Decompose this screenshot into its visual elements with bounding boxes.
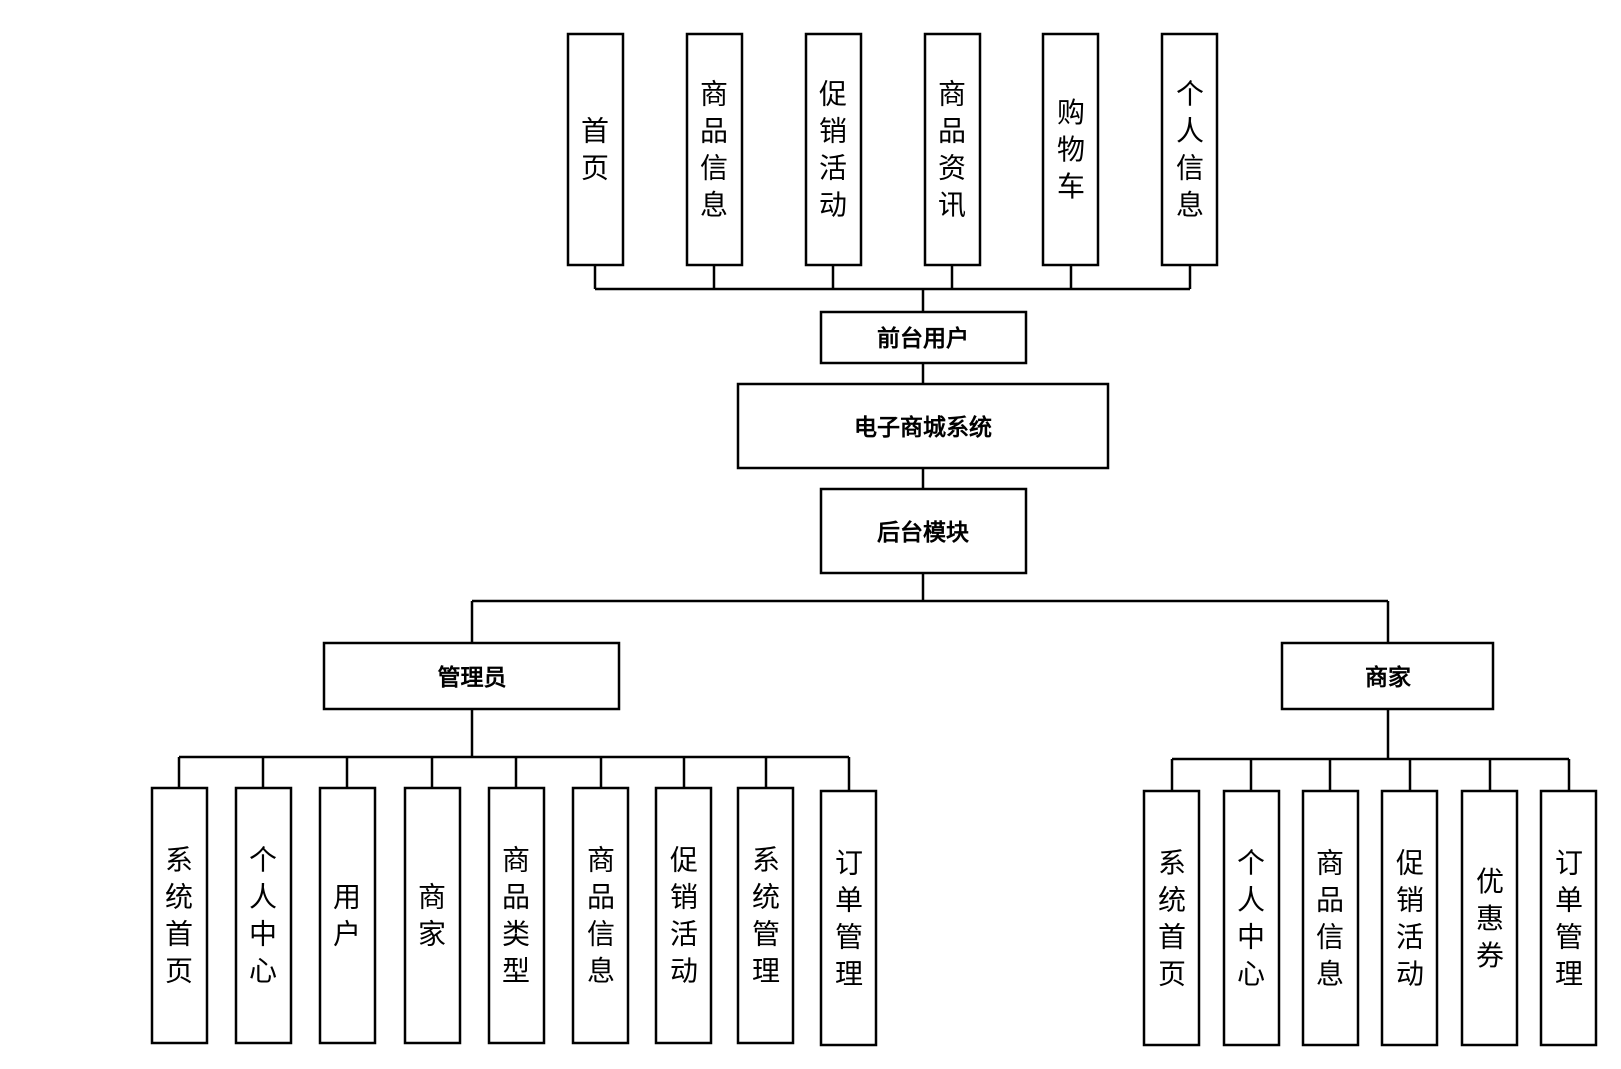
- merchant-module-box: 系统首页: [1142, 789, 1201, 1047]
- merchant-modules: 系统首页 个人中心 商品信息 促销活动 优惠券 订单管理: [1142, 789, 1598, 1047]
- front-modules: 首页 商品信息 促销活动 商品资讯 购物车 个人信息: [566, 32, 1219, 267]
- admin-module-label: 系统管理: [752, 844, 780, 988]
- merchant-module-box: 个人中心: [1222, 789, 1281, 1047]
- admin-module-label: 用户: [333, 881, 361, 951]
- admin-label: 管理员: [438, 664, 507, 691]
- front-module-box: 促销活动: [804, 32, 863, 267]
- admin-module-label: 个人中心: [249, 844, 277, 988]
- merchant-module-box: 优惠券: [1460, 789, 1519, 1047]
- admin-modules: 系统首页 个人中心 用户 商家 商品类型 商品信息 促销活动 系统管理: [150, 786, 878, 1047]
- merchant-module-label: 个人中心: [1237, 847, 1265, 991]
- admin-module-box: 促销活动: [654, 786, 713, 1045]
- front-user-node: 前台用户: [819, 310, 1028, 365]
- admin-module-box: 商品类型: [487, 786, 546, 1045]
- front-module-label: 个人信息: [1176, 78, 1204, 222]
- admin-module-box: 商家: [403, 786, 462, 1045]
- front-module-label: 购物车: [1057, 96, 1085, 203]
- merchant-node: 商家: [1280, 641, 1495, 711]
- admin-module-label: 订单管理: [835, 847, 863, 991]
- front-module-box: 商品资讯: [923, 32, 982, 267]
- merchant-module-box: 促销活动: [1380, 789, 1439, 1047]
- backend-node: 后台模块: [819, 487, 1028, 575]
- front-module-label: 商品信息: [700, 78, 728, 222]
- admin-module-label: 促销活动: [670, 844, 698, 988]
- front-module-box: 购物车: [1041, 32, 1100, 267]
- backend-label: 后台模块: [877, 519, 969, 546]
- merchant-module-label: 优惠券: [1476, 865, 1504, 972]
- merchant-module-label: 系统首页: [1158, 847, 1186, 991]
- admin-module-label: 系统首页: [165, 844, 193, 988]
- front-module-label: 促销活动: [819, 78, 847, 222]
- admin-module-box: 商品信息: [571, 786, 630, 1045]
- merchant-module-label: 商品信息: [1316, 847, 1344, 991]
- admin-module-box: 系统管理: [736, 786, 795, 1045]
- admin-module-box: 个人中心: [234, 786, 293, 1045]
- front-user-label: 前台用户: [877, 325, 969, 352]
- front-module-box: 首页: [566, 32, 625, 267]
- admin-node: 管理员: [322, 641, 621, 711]
- system-label: 电子商城系统: [854, 414, 992, 441]
- front-module-box: 个人信息: [1160, 32, 1219, 267]
- merchant-module-box: 商品信息: [1301, 789, 1360, 1047]
- connectors: [177, 265, 1571, 791]
- admin-module-label: 商家: [418, 881, 446, 951]
- merchant-module-label: 促销活动: [1396, 847, 1424, 991]
- merchant-module-box: 订单管理: [1539, 789, 1598, 1047]
- system-node: 电子商城系统: [736, 382, 1110, 470]
- admin-module-box: 订单管理: [819, 789, 878, 1047]
- admin-module-label: 商品信息: [587, 844, 615, 988]
- admin-module-label: 商品类型: [502, 844, 530, 988]
- front-module-label: 商品资讯: [938, 78, 966, 222]
- front-module-box: 商品信息: [685, 32, 744, 267]
- admin-module-box: 系统首页: [150, 786, 209, 1045]
- merchant-label: 商家: [1365, 664, 1411, 691]
- front-module-label: 首页: [581, 115, 609, 185]
- merchant-module-label: 订单管理: [1555, 847, 1583, 991]
- admin-module-box: 用户: [318, 786, 377, 1045]
